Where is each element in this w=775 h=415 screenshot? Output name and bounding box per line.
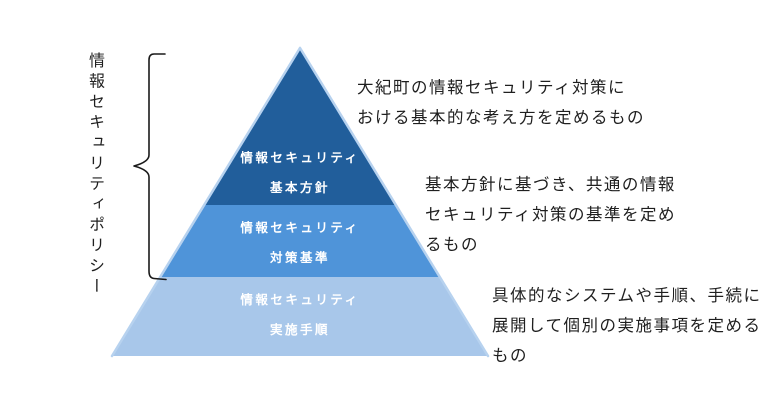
description-line: るもの [425,235,479,254]
tier-middle-label-line2: 対策基準 [269,251,330,265]
description-line: 大紀町の情報セキュリティ対策に [357,78,627,97]
tier-middle-label: 情報セキュリティ 対策基準 [150,213,450,273]
tier-top-label-line1: 情報セキュリティ [240,151,360,165]
description-countermeasure-standards: 基本方針に基づき、共通の情報 セキュリティ対策の基準を定め るもの [425,170,676,260]
description-implementation-procedures: 具体的なシステムや手順、手続に 展開して個別の実施事項を定める もの [492,281,762,371]
tier-top-label: 情報セキュリティ 基本方針 [150,143,450,203]
description-line: もの [492,346,528,365]
description-line: おける基本的な考え方を定めるもの [357,108,645,127]
description-line: セキュリティ対策の基準を定め [425,205,677,224]
pyramid-tier-bottom [112,277,488,356]
tier-bottom-label: 情報セキュリティ 実施手順 [150,285,450,345]
policy-vertical-label: 情報セキュリティポリシー [86,52,103,298]
description-basic-policy: 大紀町の情報セキュリティ対策に おける基本的な考え方を定めるもの [357,73,645,133]
tier-bottom-label-line2: 実施手順 [269,323,330,337]
tier-bottom-label-line1: 情報セキュリティ [240,293,360,307]
pyramid-edge-highlight [110,46,490,358]
pyramid-tier-middle [160,205,440,277]
description-line: 具体的なシステムや手順、手続に [492,286,762,305]
tier-top-label-line2: 基本方針 [269,181,330,195]
pyramid-tier-top [204,47,396,205]
description-line: 基本方針に基づき、共通の情報 [425,175,676,194]
tier-middle-label-line1: 情報セキュリティ [240,221,360,235]
description-line: 展開して個別の実施事項を定める [492,316,762,335]
curly-brace-icon [133,53,167,281]
